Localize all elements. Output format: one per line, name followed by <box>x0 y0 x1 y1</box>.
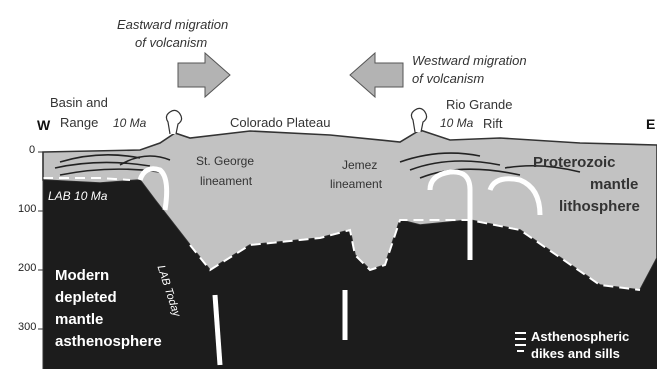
plume-east <box>411 108 426 132</box>
depth-tick-0: 0 <box>29 145 35 156</box>
basin-and-range-line1: Basin and <box>50 96 108 109</box>
modern-line4: asthenosphere <box>55 334 162 349</box>
depth-tick-300: 300 <box>18 322 36 333</box>
age-west-label: 10 Ma <box>113 117 146 129</box>
eastward-arrow <box>178 53 230 97</box>
basin-and-range-line2: Range <box>60 116 98 129</box>
rio-grande-line1: Rio Grande <box>446 98 512 111</box>
legend-line2: dikes and sills <box>531 347 620 360</box>
proterozoic-line1: Proterozoic <box>533 155 616 170</box>
depth-tick-100: 100 <box>18 204 36 215</box>
depth-axis <box>38 152 43 369</box>
modern-line1: Modern <box>55 268 109 283</box>
eastward-label-line2: of volcanism <box>135 36 207 49</box>
lab-10-ma-label: LAB 10 Ma <box>48 190 107 202</box>
proterozoic-line3: lithosphere <box>559 199 640 214</box>
westward-label-line2: of volcanism <box>412 72 484 85</box>
jemez-line1: Jemez <box>342 159 377 171</box>
modern-line2: depleted <box>55 290 117 305</box>
east-compass-label: E <box>646 117 655 131</box>
age-east-label: 10 Ma <box>440 117 473 129</box>
proterozoic-line2: mantle <box>590 177 638 192</box>
st-george-line1: St. George <box>196 155 254 167</box>
plume-west <box>166 110 181 134</box>
st-george-line2: lineament <box>200 175 252 187</box>
jemez-line2: lineament <box>330 178 382 190</box>
legend-line1: Asthenospheric <box>531 330 629 343</box>
west-compass-label: W <box>37 118 50 132</box>
depth-tick-200: 200 <box>18 263 36 274</box>
modern-line3: mantle <box>55 312 103 327</box>
rio-grande-line2: Rift <box>483 117 503 130</box>
westward-arrow <box>350 53 403 97</box>
eastward-label-line1: Eastward migration <box>117 18 228 31</box>
westward-label-line1: Westward migration <box>412 54 527 67</box>
colorado-plateau-label: Colorado Plateau <box>230 116 330 129</box>
